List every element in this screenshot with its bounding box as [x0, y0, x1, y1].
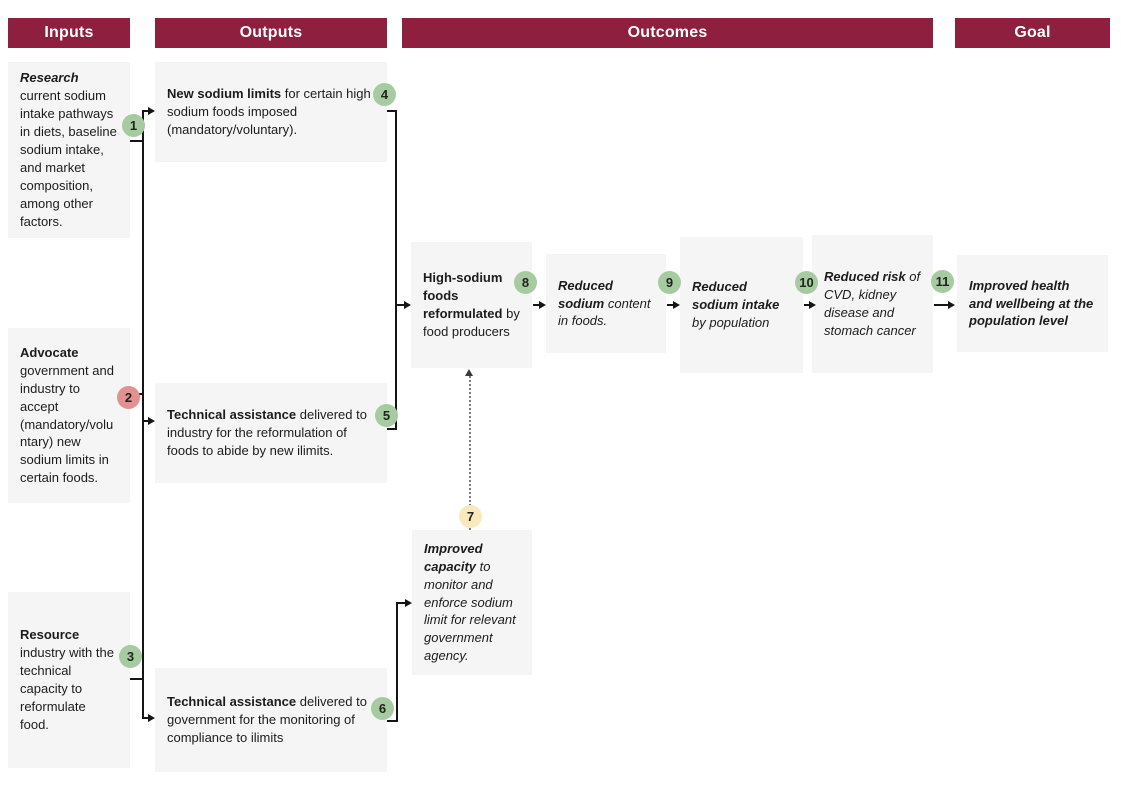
output-box-sodium-limits: New sodium limits for certain high sodiu…	[155, 62, 387, 162]
input-text: government and industry to accept (manda…	[20, 362, 114, 486]
output-box-ta-industry: Technical assistance delivered to indust…	[155, 383, 387, 483]
step-badge-10: 10	[795, 271, 818, 294]
outcome-box-reduced-intake: Reduced sodium intake by population	[680, 237, 803, 373]
goal-text: Improved health and wellbeing at the pop…	[969, 277, 1094, 329]
connector-input1-join	[130, 140, 144, 142]
input-lead: Advocate	[20, 344, 79, 360]
outcome-text: of CVD, kidney disease and stomach cance…	[824, 269, 921, 338]
step-badge-5: 5	[375, 404, 398, 427]
output-lead: Technical assistance	[167, 407, 297, 423]
outcome-text: to monitor and enforce sodium limit for …	[424, 558, 516, 664]
arrowhead-reformulated	[404, 301, 411, 309]
header-outputs: Outputs	[155, 18, 387, 48]
outcome-box-reduced-content: Reduced sodium content in foods.	[546, 254, 666, 353]
connector-inputs-trunk	[142, 110, 144, 719]
outcome-lead: Improved capacity	[424, 540, 483, 574]
connector-to-output4	[142, 110, 149, 112]
input-box-advocate: Advocate government and industry to acce…	[8, 328, 130, 503]
outcome-text: by population	[692, 314, 770, 330]
step-badge-4: 4	[373, 83, 396, 106]
connector-10-11	[804, 304, 810, 306]
step-badge-3: 3	[119, 645, 142, 668]
step-badge-1: 1	[122, 114, 145, 137]
connector-to-output5	[142, 420, 149, 422]
output-text: delivered to industry for the reformulat…	[167, 407, 367, 458]
header-outcomes: Outcomes	[402, 18, 933, 48]
connector-input3-join	[130, 678, 144, 680]
input-box-research: Research current sodium intake pathways …	[8, 62, 130, 238]
step-badge-7: 7	[459, 505, 482, 528]
output-text: for certain high sodium foods imposed (m…	[167, 86, 371, 137]
outcome-lead: Reduced sodium	[558, 277, 613, 311]
arrowhead-output5	[148, 417, 155, 425]
arrowhead-reduced-risk	[809, 301, 816, 309]
arrowhead-goal	[948, 301, 955, 309]
connector-output4-out	[387, 110, 397, 112]
connector-8-9	[533, 304, 540, 306]
outcome-text: content in foods.	[558, 295, 651, 329]
dotted-connector-capacity-to-reformulated	[469, 376, 471, 530]
arrowhead-output6	[148, 714, 155, 722]
connector-output6-bracket	[396, 602, 398, 722]
connector-output5-out	[387, 428, 397, 430]
step-badge-2: 2	[117, 386, 140, 409]
step-badge-8: 8	[514, 271, 537, 294]
connector-to-goal	[934, 304, 949, 306]
input-lead: Resource	[20, 627, 80, 643]
input-text: current sodium intake pathways in diets,…	[20, 88, 117, 229]
connector-to-capacity	[396, 602, 405, 604]
header-inputs: Inputs	[8, 18, 130, 48]
arrowhead-reduced-intake	[673, 301, 680, 309]
arrowhead-capacity	[405, 599, 412, 607]
outcome-box-improved-capacity: Improved capacity to monitor and enforce…	[412, 530, 532, 675]
step-badge-6: 6	[371, 697, 394, 720]
output-lead: Technical assistance	[167, 694, 297, 710]
arrowhead-reduced-content	[539, 301, 546, 309]
output-lead: New sodium limits	[167, 86, 282, 102]
input-lead: Research	[20, 70, 79, 86]
outcome-box-reduced-risk: Reduced risk of CVD, kidney disease and …	[812, 235, 933, 373]
input-box-resource: Resource industry with the technical cap…	[8, 592, 130, 768]
step-badge-11: 11	[931, 270, 954, 293]
goal-box: Improved health and wellbeing at the pop…	[957, 255, 1108, 352]
output-box-ta-government: Technical assistance delivered to govern…	[155, 668, 387, 772]
arrowhead-up-reformulated	[465, 369, 473, 376]
outcome-box-foods-reformulated: High-sodium foods reformulated by food p…	[411, 242, 532, 368]
input-text: industry with the technical capacity to …	[20, 645, 114, 732]
step-badge-9: 9	[658, 271, 681, 294]
arrowhead-output4	[148, 107, 155, 115]
connector-9-10	[667, 304, 674, 306]
connector-outputs45-bracket	[395, 110, 397, 430]
outcome-text: by food producers	[423, 306, 520, 339]
outcome-lead: Reduced sodium intake	[692, 279, 780, 313]
connector-to-reformulated	[395, 304, 404, 306]
outcome-lead: High-sodium foods reformulated	[423, 270, 503, 321]
connector-to-output6	[142, 717, 149, 719]
header-goal: Goal	[955, 18, 1110, 48]
outcome-lead: Reduced risk	[824, 269, 906, 285]
output-text: delivered to government for the monitori…	[167, 694, 367, 745]
connector-output6-out	[387, 720, 397, 722]
